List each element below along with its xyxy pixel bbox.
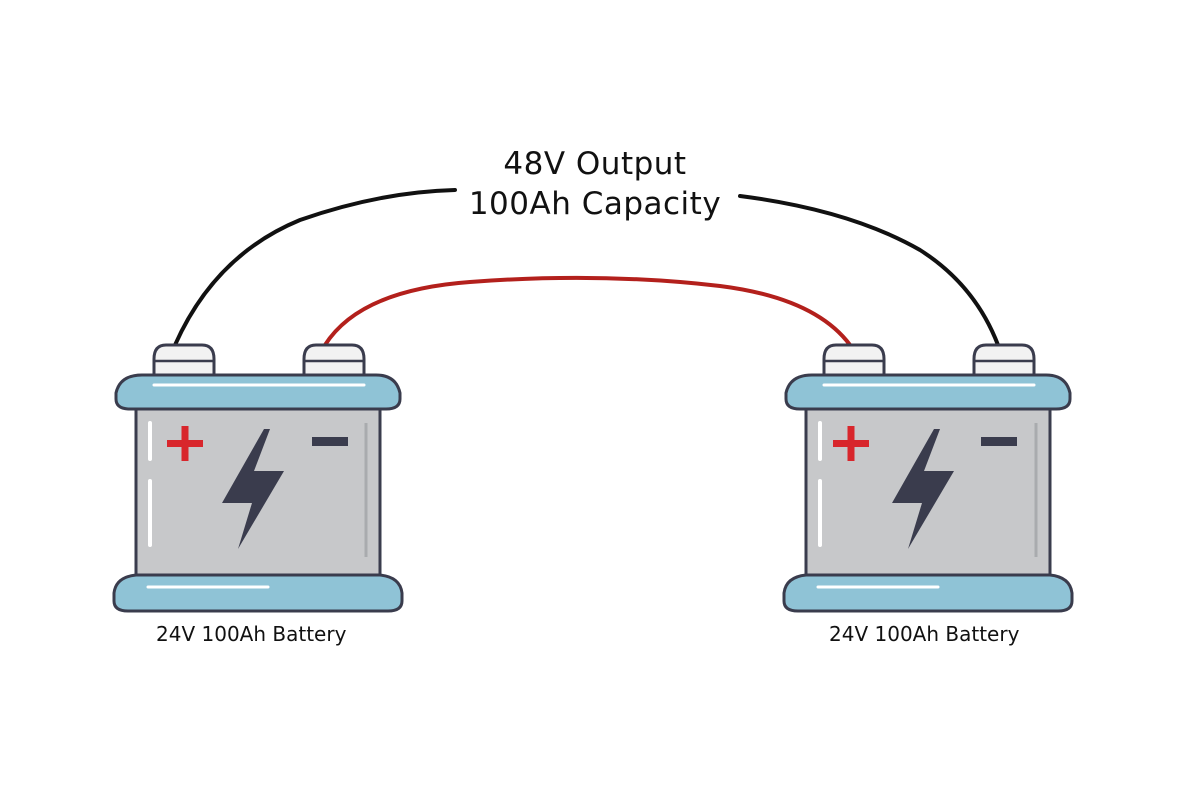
minus-icon (312, 437, 348, 446)
lightning-bolt-icon (222, 429, 284, 549)
output-capacity-text: 100Ah Capacity (468, 186, 722, 222)
plus-icon (167, 426, 203, 461)
battery-icon (782, 343, 1074, 613)
output-voltage-text: 48V Output (503, 146, 687, 182)
output-label: 48V Output 100Ah Capacity (420, 144, 770, 224)
negative-output-wire (173, 188, 457, 347)
minus-icon (981, 437, 1017, 446)
plus-icon (833, 426, 869, 461)
battery-icon (112, 343, 404, 613)
series-link-wire (323, 275, 852, 347)
battery-label-left: 24V 100Ah Battery (156, 622, 347, 646)
lightning-bolt-icon (892, 429, 954, 549)
positive-output-wire (738, 194, 1000, 347)
battery-label-right: 24V 100Ah Battery (829, 622, 1020, 646)
